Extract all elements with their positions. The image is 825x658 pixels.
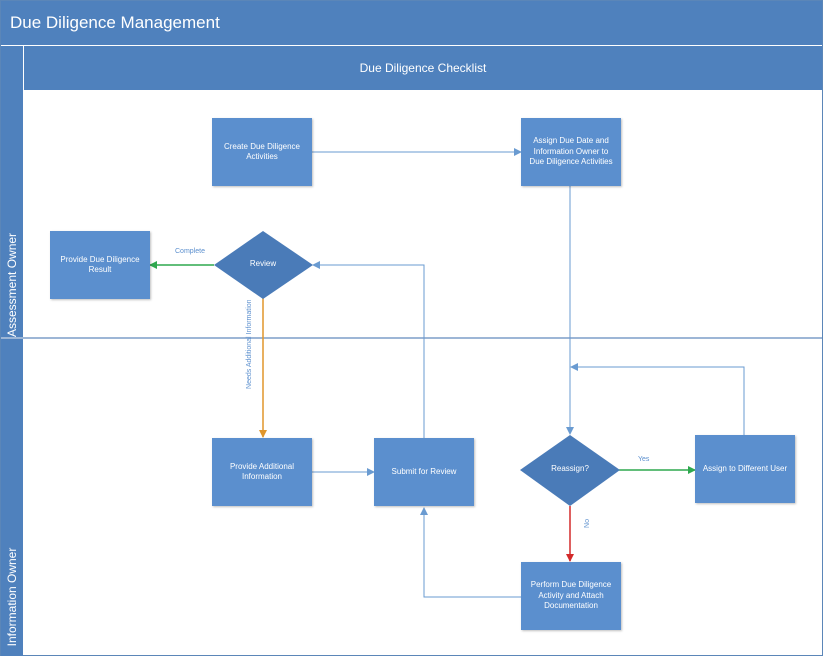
reassign-diamond xyxy=(520,435,620,506)
lane-header-strip xyxy=(1,46,23,656)
lane-divider xyxy=(1,337,822,339)
review-label[interactable]: Review xyxy=(249,259,277,268)
create-activities-box[interactable]: Create Due Diligence Activities xyxy=(212,118,312,186)
edge-perform-to-submit xyxy=(420,507,521,598)
edge-different-user-loop xyxy=(570,363,745,435)
column-header-checklist: Due Diligence Checklist xyxy=(24,46,822,90)
perform-activity-box[interactable]: Perform Due Diligence Activity and Attac… xyxy=(521,562,621,630)
reassign-label[interactable]: Reassign? xyxy=(551,464,589,473)
diagram-title: Due Diligence Management xyxy=(1,1,822,45)
edge-submit-to-review xyxy=(312,261,425,438)
provide-additional-box[interactable]: Provide Additional Information xyxy=(212,438,312,506)
assign-due-date-box[interactable]: Assign Due Date and Information Owner to… xyxy=(521,118,621,186)
provide-result-box[interactable]: Provide Due Diligence Result xyxy=(50,231,150,299)
submit-review-box[interactable]: Submit for Review xyxy=(374,438,474,506)
edge-label-needs-additional: Needs Additional Information xyxy=(245,299,253,389)
edge-label-yes: Yes xyxy=(638,456,650,463)
review-diamond xyxy=(214,231,313,299)
assign-different-user-box[interactable]: Assign to Different User xyxy=(695,435,795,503)
edge-label-complete: Complete xyxy=(175,248,205,255)
edge-label-no: No xyxy=(583,519,591,528)
